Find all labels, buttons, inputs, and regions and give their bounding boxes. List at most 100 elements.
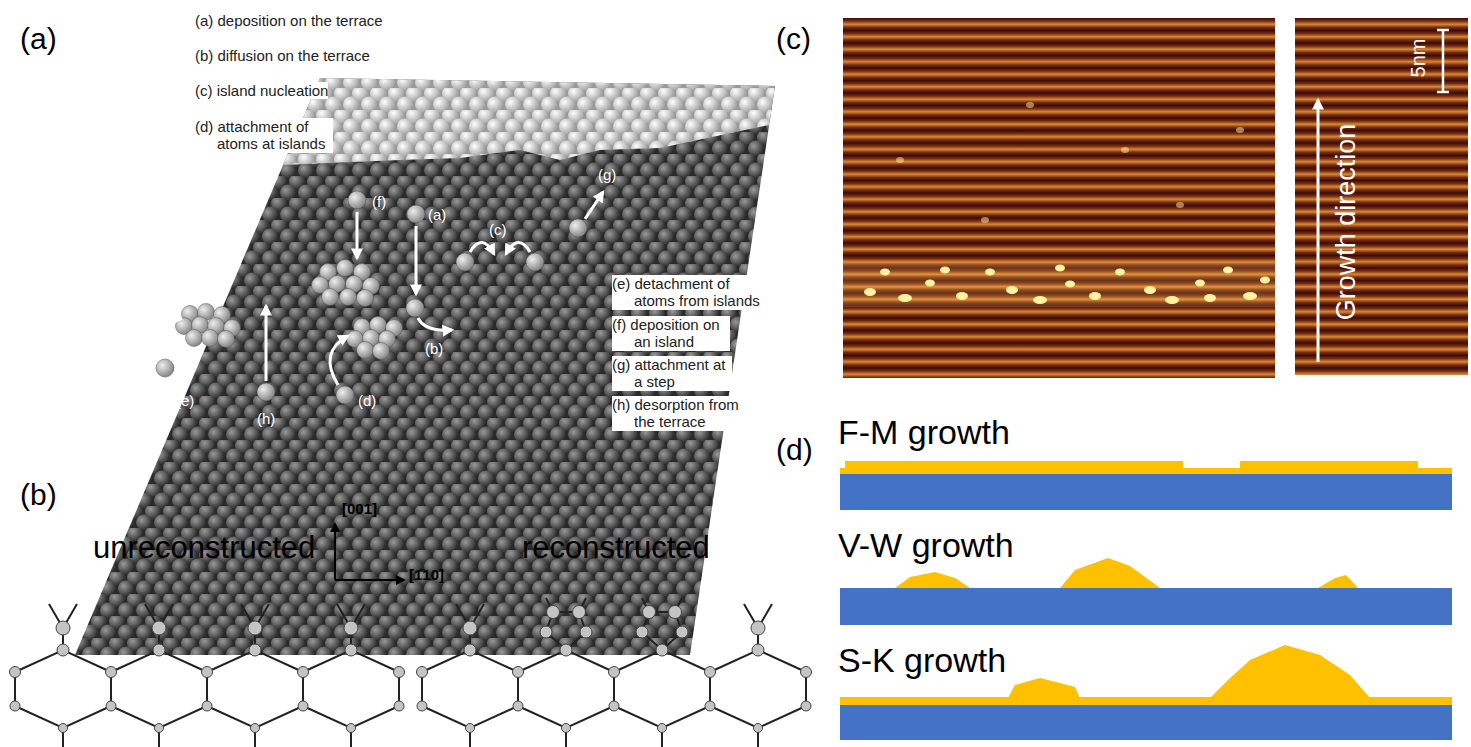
process-arrow bbox=[506, 242, 530, 254]
stm-bright-spot bbox=[1026, 102, 1034, 108]
panel-label: (d) bbox=[776, 433, 813, 468]
crystal-atom bbox=[106, 667, 117, 678]
crystal-atom bbox=[669, 606, 682, 619]
process-arrow bbox=[415, 226, 418, 294]
film-layer bbox=[1008, 678, 1080, 698]
crystal-atom bbox=[705, 701, 715, 711]
adatom bbox=[456, 253, 474, 271]
stm-image bbox=[843, 18, 1468, 378]
structure-title: reconstructed bbox=[522, 530, 710, 566]
crystal-atom bbox=[345, 644, 357, 656]
axis-label: [001] bbox=[342, 500, 377, 517]
substrate bbox=[840, 474, 1452, 740]
stm-bright-spot bbox=[1089, 292, 1101, 300]
crystal-atom bbox=[59, 724, 68, 733]
adatom bbox=[357, 290, 374, 307]
callout-label: (h) bbox=[257, 410, 275, 427]
crystal-atom bbox=[463, 621, 477, 635]
growth-mode-label: S-K growth bbox=[838, 641, 1006, 680]
stm-bright-spot bbox=[1065, 281, 1075, 288]
crystal-atom bbox=[202, 701, 212, 711]
crystal-atom bbox=[754, 724, 763, 733]
process-legend: (b) diffusion on the terrace bbox=[195, 47, 370, 64]
panel-label: (c) bbox=[776, 22, 811, 57]
surface-lattice bbox=[283, 78, 775, 165]
crystal-atom bbox=[10, 667, 21, 678]
crystal-atom bbox=[251, 724, 260, 733]
process-legend: (e) detachment of atoms from islands bbox=[612, 275, 766, 310]
adatom bbox=[337, 260, 354, 277]
crystal-atom bbox=[658, 724, 667, 733]
growth-mode-label: F-M growth bbox=[838, 413, 1010, 452]
adatom bbox=[336, 386, 354, 404]
crystal-atom bbox=[56, 621, 70, 635]
adatom bbox=[322, 289, 339, 306]
crystal-atom bbox=[609, 667, 620, 678]
stm-bright-spot bbox=[1243, 292, 1257, 300]
crystal-atom bbox=[202, 667, 213, 678]
stm-bright-spot bbox=[898, 294, 912, 302]
film-layer bbox=[1240, 461, 1418, 469]
stm-bright-spot bbox=[1033, 296, 1047, 304]
adatom bbox=[373, 343, 390, 360]
film-layer bbox=[895, 572, 970, 588]
crystal-atom bbox=[752, 644, 764, 656]
crystal-atom bbox=[394, 667, 405, 678]
film-layer bbox=[1210, 645, 1370, 698]
process-legend: (g) attachment at a step bbox=[612, 356, 732, 391]
crystal-atom bbox=[540, 626, 552, 638]
axis-arrow bbox=[334, 524, 336, 580]
growth-arrow bbox=[1317, 100, 1320, 362]
stm-bright-spot bbox=[1204, 294, 1216, 302]
crystal-atom bbox=[417, 701, 427, 711]
crystal-atom bbox=[513, 667, 524, 678]
adatom bbox=[156, 359, 174, 377]
film-layer bbox=[840, 697, 1452, 705]
structure-title: unreconstructed bbox=[93, 530, 315, 566]
crystal-atom bbox=[10, 606, 812, 733]
stm-bright-spot bbox=[1260, 277, 1270, 284]
axis-arrow bbox=[335, 579, 404, 581]
crystal-atom bbox=[751, 621, 765, 635]
growth-direction-label: Growth direction bbox=[1331, 124, 1362, 321]
stm-bright-spot bbox=[925, 280, 935, 287]
stm-bright-spot bbox=[896, 102, 1244, 223]
stm-bright-spot bbox=[1115, 269, 1125, 276]
substrate bbox=[840, 705, 1452, 740]
crystal-atom bbox=[676, 626, 688, 638]
scale-label: 5nm bbox=[1407, 39, 1430, 78]
stm-bright-spot bbox=[1236, 127, 1244, 133]
process-legend: (f) deposition on an island bbox=[612, 316, 730, 351]
stm-bright-spot bbox=[1195, 280, 1205, 287]
stm-bright-spot bbox=[940, 267, 950, 274]
stm-image bbox=[1295, 18, 1468, 375]
crystal-atom bbox=[580, 626, 592, 638]
crystal-atom bbox=[417, 667, 428, 678]
adatom bbox=[407, 205, 425, 223]
callout-label: (c) bbox=[489, 221, 507, 238]
substrate bbox=[840, 588, 1452, 625]
crystal-atom bbox=[656, 644, 668, 656]
film-layer bbox=[1318, 575, 1358, 588]
axis-label: [1̄10] bbox=[409, 566, 444, 583]
crystal-atom bbox=[106, 701, 116, 711]
stm-bright-spot bbox=[864, 288, 876, 296]
crystal-bonds bbox=[15, 598, 806, 747]
callout-label: (f) bbox=[372, 193, 386, 210]
crystal-atom bbox=[248, 621, 262, 635]
process-legend: (h) desorption from the terrace bbox=[612, 396, 751, 431]
crystal-atom bbox=[609, 701, 619, 711]
process-arrow bbox=[585, 192, 603, 219]
crystal-atom bbox=[466, 724, 475, 733]
axis-arrow bbox=[335, 524, 404, 580]
adatom bbox=[569, 219, 587, 237]
panel-label: (b) bbox=[20, 478, 57, 513]
crystal-atom bbox=[562, 724, 571, 733]
adatom bbox=[357, 342, 374, 359]
callout-label: (b) bbox=[425, 340, 443, 357]
stm-bright-spot bbox=[1223, 267, 1233, 274]
crystal-atom bbox=[298, 667, 309, 678]
stm-bright-spot bbox=[1144, 286, 1156, 294]
crystal-atom bbox=[705, 667, 716, 678]
